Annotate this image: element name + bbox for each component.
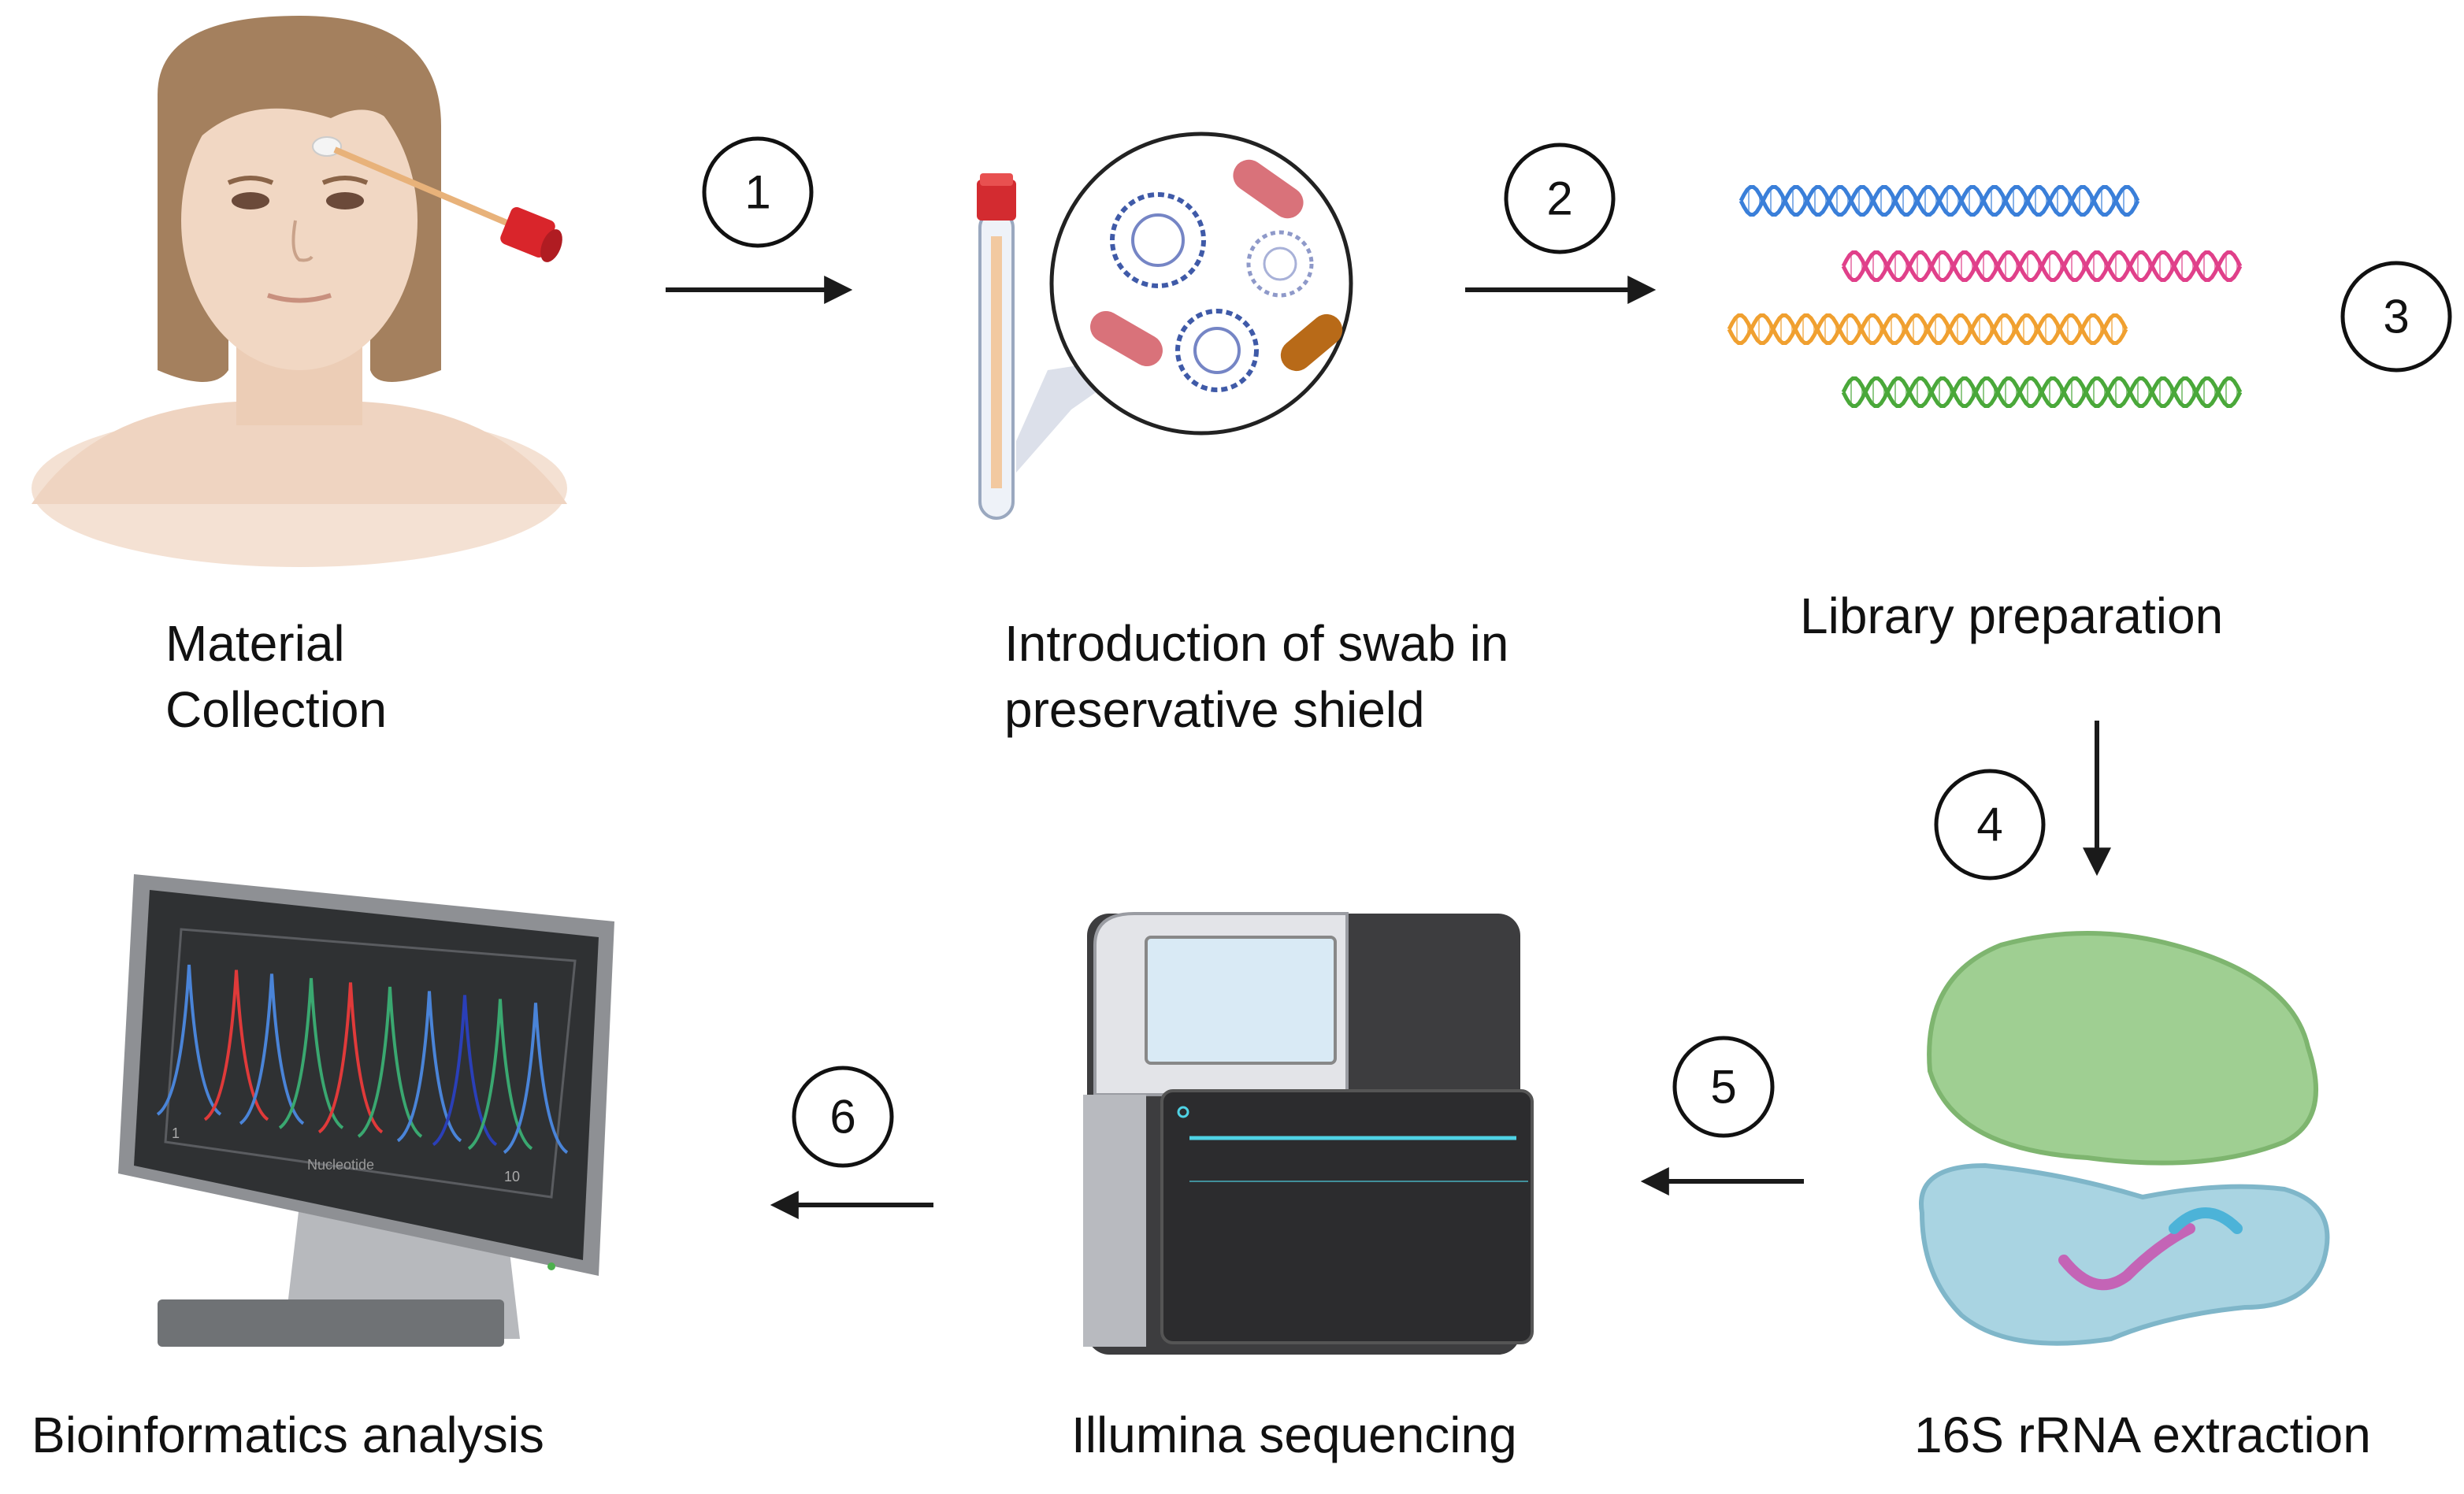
chromatogram-peak-10	[503, 1003, 569, 1155]
sample-tube-illustration	[977, 132, 1353, 520]
sequencer-illustration	[1083, 912, 1534, 1355]
label-material-line2: Collection	[165, 681, 388, 738]
svg-text:5: 5	[1710, 1061, 1736, 1114]
monitor-axis-start: 1	[172, 1125, 180, 1141]
arrows	[666, 276, 2111, 1219]
svg-text:3: 3	[2383, 291, 2409, 343]
step-circle-6: 6	[792, 1066, 894, 1168]
svg-text:4: 4	[1976, 799, 2002, 851]
dna-helix-3	[1727, 313, 2128, 345]
label-material-line1: Material	[165, 615, 345, 672]
step-circle-1: 1	[702, 136, 814, 248]
label-illumina-sequencing: Illumina sequencing	[1071, 1407, 1517, 1463]
step-circle-3: 3	[2340, 261, 2452, 373]
svg-text:1: 1	[744, 166, 770, 219]
svg-text:2: 2	[1546, 172, 1572, 225]
chromatogram-peak-4	[278, 977, 344, 1129]
step-circle-4: 4	[1934, 769, 2046, 880]
svg-text:6: 6	[829, 1091, 855, 1144]
monitor-axis-end: 10	[504, 1169, 520, 1184]
label-bioinformatics-analysis: Bioinformatics analysis	[32, 1407, 544, 1463]
dna-helix-4	[1841, 376, 2243, 408]
label-library-preparation: Library preparation	[1800, 588, 2224, 644]
label-swab-introduction: Introduction of swab in preservative shi…	[1004, 610, 1508, 743]
dna-helix-2	[1841, 250, 2243, 282]
chromatogram-traces	[156, 964, 569, 1155]
virus-icon	[1110, 192, 1314, 392]
woman-illustration	[32, 16, 567, 567]
ribosome-illustration	[1919, 931, 2330, 1346]
monitor-illustration: 1 10 Nucleotide	[118, 874, 614, 1347]
label-swab-line2: preservative shield	[1004, 681, 1425, 738]
label-swab-line1: Introduction of swab in	[1004, 615, 1509, 672]
step-circle-2: 2	[1504, 143, 1616, 254]
label-material-collection: Material Collection	[165, 610, 387, 743]
chromatogram-peak-6	[357, 986, 423, 1138]
chromatogram-peak-1	[156, 964, 222, 1116]
label-rrna-extraction: 16S rRNA extraction	[1914, 1407, 2371, 1463]
monitor-axis-label: Nucleotide	[307, 1157, 374, 1173]
bacteria-icon	[1090, 159, 1343, 372]
chromatogram-peak-5	[317, 982, 384, 1134]
step-circle-5: 5	[1672, 1036, 1775, 1138]
dna-strands-illustration	[1727, 185, 2243, 408]
dna-helix-1	[1739, 185, 2140, 217]
chromatogram-peak-3	[239, 973, 305, 1125]
